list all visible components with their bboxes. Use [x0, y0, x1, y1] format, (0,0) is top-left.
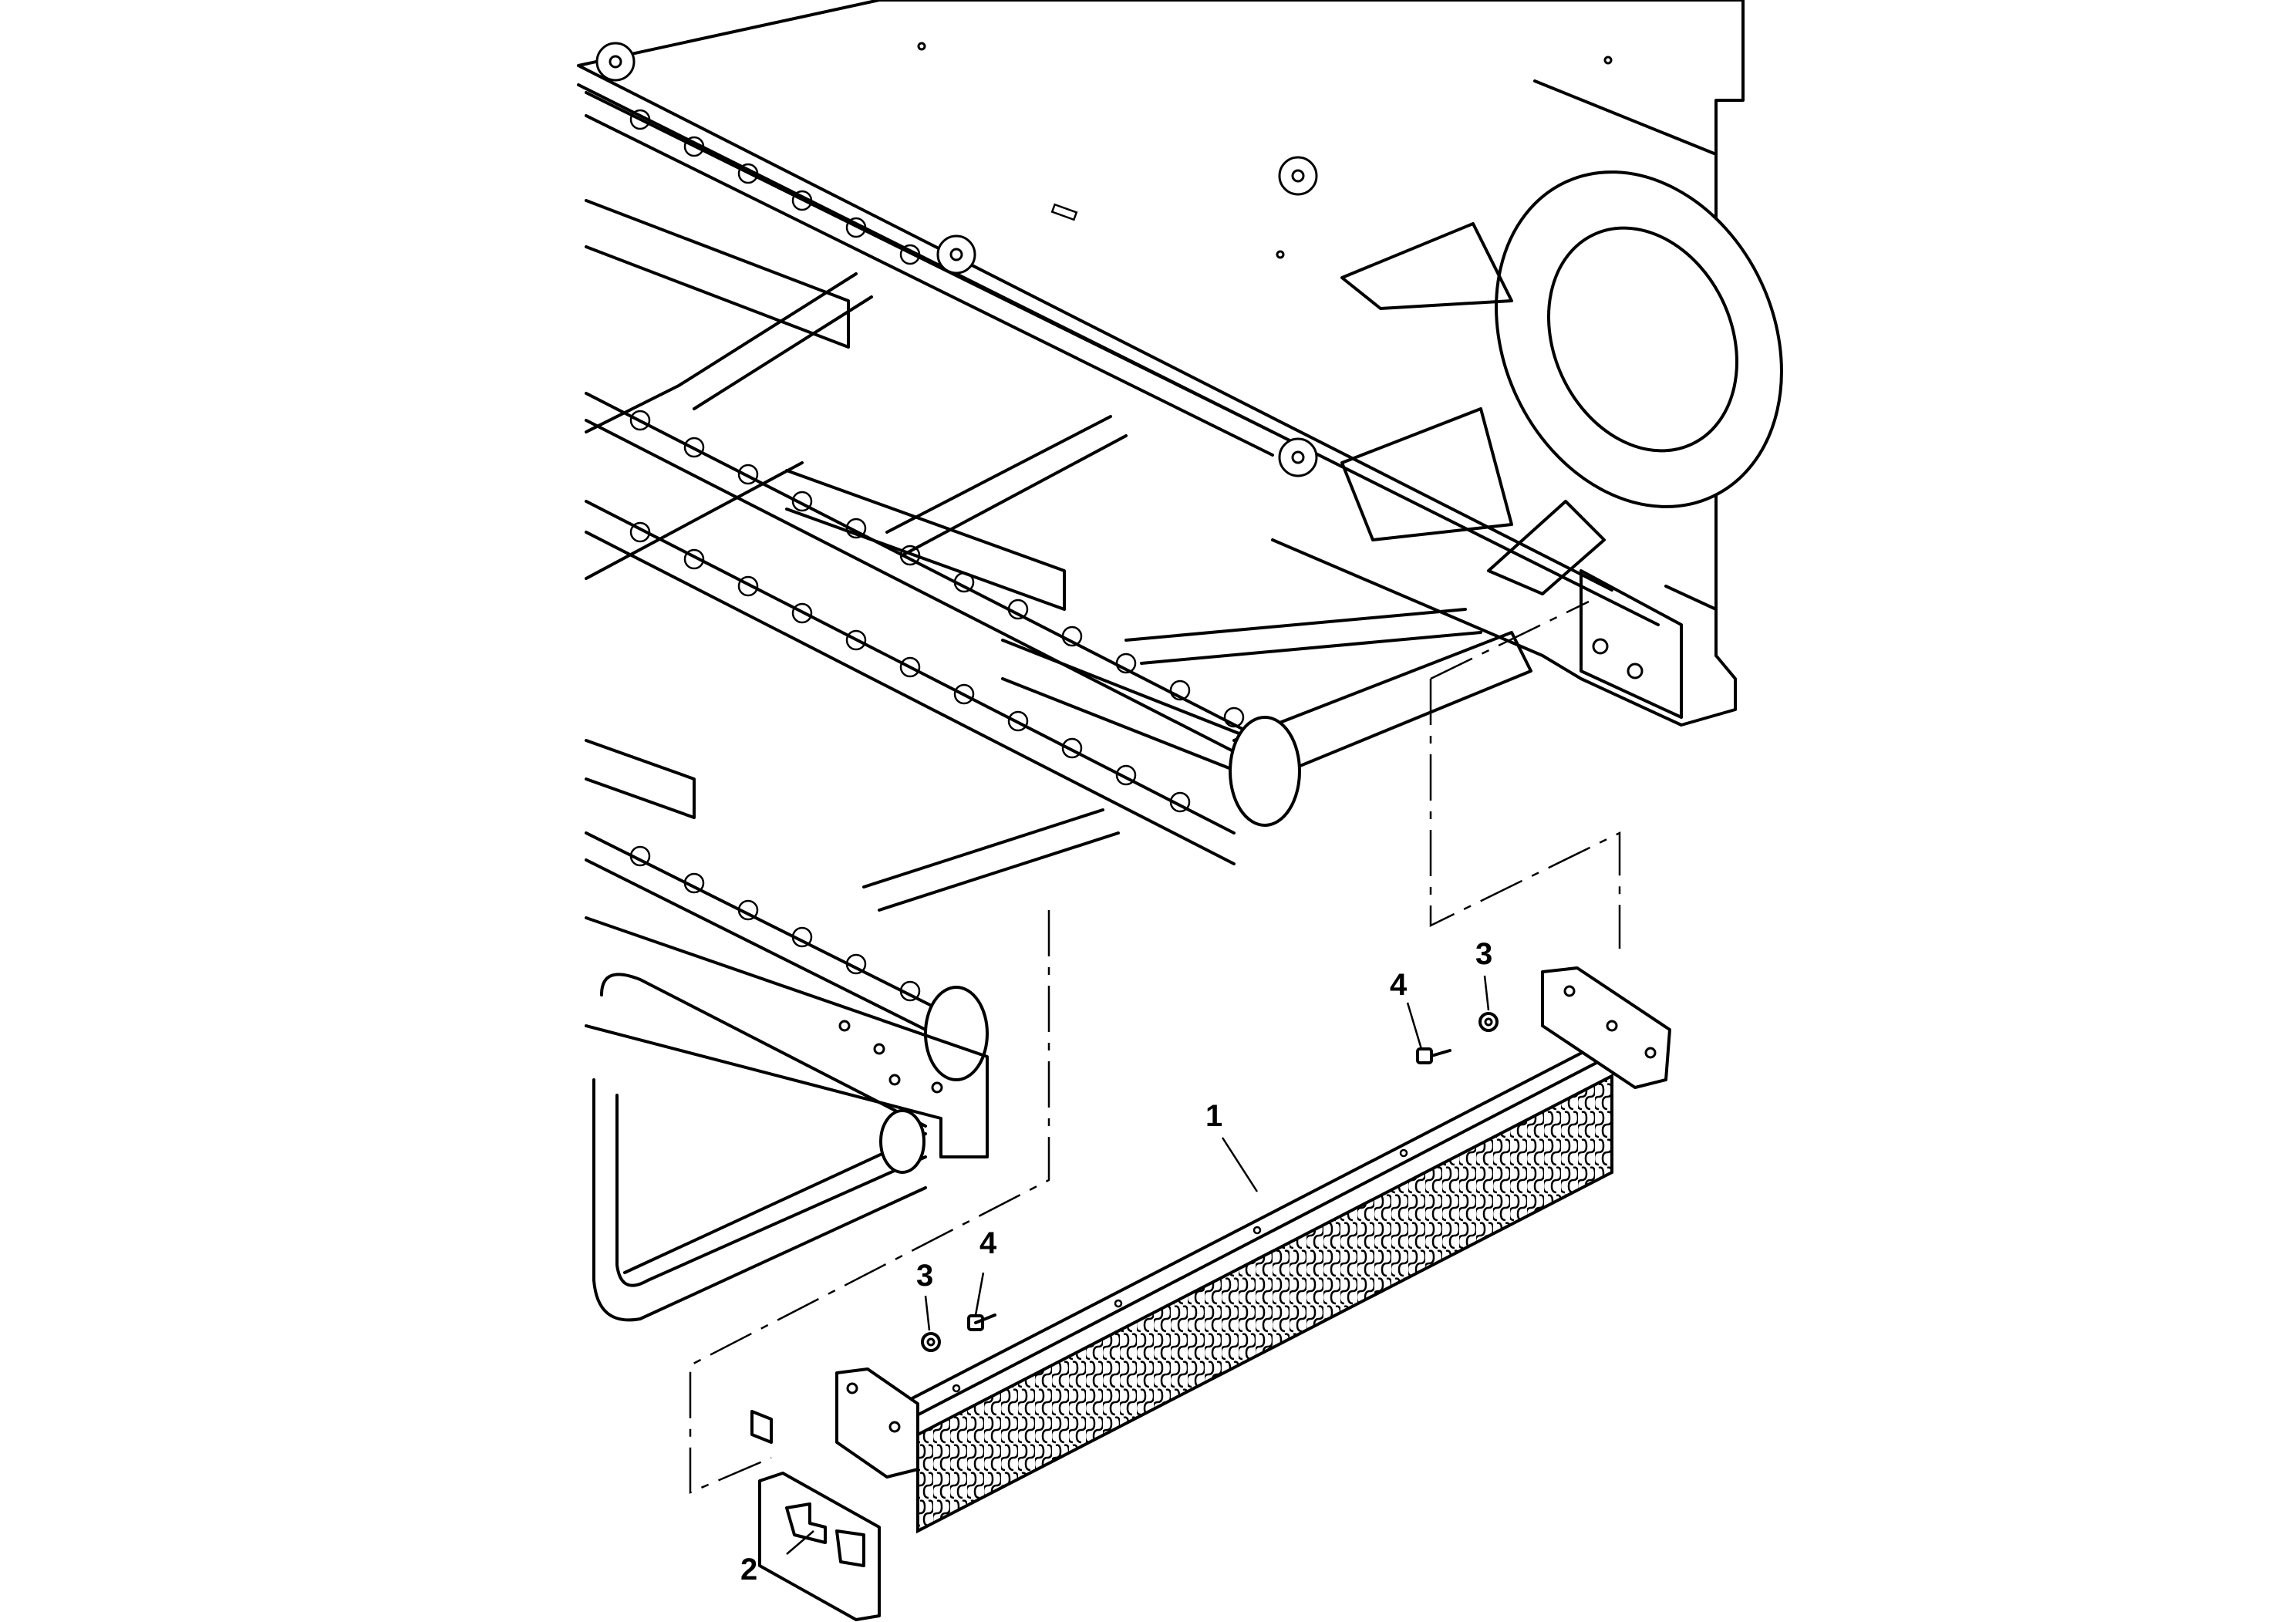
fasteners	[921, 1012, 1499, 1352]
right-bracket	[1580, 569, 1683, 719]
conveyor-assembly	[577, 0, 1783, 1322]
washer-upper	[1478, 1012, 1499, 1032]
leader-lines	[786, 975, 1490, 1555]
callout-item-3-lower: 3	[916, 1259, 933, 1293]
roller-chains	[585, 91, 1274, 1054]
frame-plate	[878, 0, 1745, 727]
bolt-upper	[1416, 1047, 1451, 1064]
side-bracket	[750, 1410, 881, 1621]
bearing-flange	[1340, 170, 1783, 595]
callout-item-4-upper: 4	[1390, 968, 1408, 1002]
end-plate-right	[1541, 966, 1671, 1089]
callout-item-4-lower: 4	[979, 1226, 997, 1260]
bolt-lower	[967, 1313, 996, 1331]
brush-strip-assembly	[835, 966, 1671, 1534]
conveyor-slats	[585, 199, 1482, 912]
washer-lower	[921, 1332, 941, 1352]
lower-housing	[585, 916, 989, 1322]
callout-item-1: 1	[1205, 1099, 1222, 1133]
mesh-curtain	[916, 1073, 1613, 1534]
guide-lines	[689, 600, 1621, 1494]
callout-item-3-upper: 3	[1475, 937, 1492, 971]
end-plate-left	[835, 1367, 919, 1479]
callout-item-2: 2	[740, 1553, 757, 1587]
